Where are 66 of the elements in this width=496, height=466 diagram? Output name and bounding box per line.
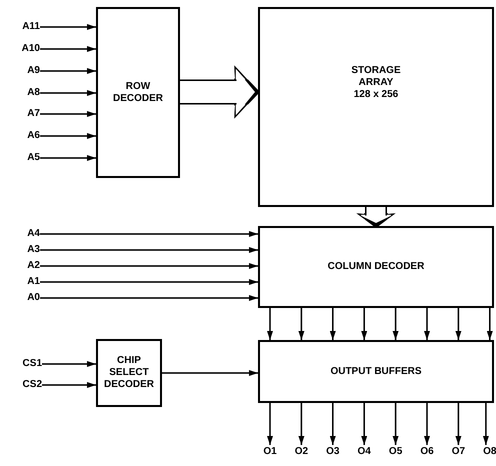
- arrow: [162, 370, 258, 376]
- arrow: [482, 403, 489, 445]
- arrow: [40, 231, 258, 237]
- block-label: ROW DECODER: [112, 80, 164, 104]
- arrow: [42, 361, 96, 367]
- arrow: [486, 308, 493, 340]
- block-label: CHIP SELECT DECODER: [102, 355, 155, 391]
- signal-label: O2: [294, 446, 308, 458]
- arrow: [392, 403, 399, 445]
- signal-label: A5: [27, 152, 40, 164]
- block-arrow: [357, 207, 395, 227]
- arrow: [267, 308, 273, 340]
- block-box: [96, 339, 162, 407]
- block-box: [258, 7, 494, 207]
- signal-label: A3: [27, 244, 40, 256]
- signal-label: A7: [27, 108, 40, 120]
- signal-label: O8: [483, 446, 496, 458]
- arrow: [455, 403, 462, 445]
- arrow: [40, 46, 96, 52]
- signal-label: CS2: [22, 379, 42, 391]
- arrow: [40, 111, 96, 117]
- arrow: [392, 308, 399, 340]
- arrow: [424, 308, 430, 340]
- signal-label: A8: [27, 87, 40, 99]
- arrow: [298, 308, 304, 340]
- signal-label: O5: [388, 446, 402, 458]
- block-label: OUTPUT BUFFERS: [330, 366, 422, 378]
- block-label: 128 x 256: [354, 89, 398, 101]
- signal-label: A10: [22, 43, 40, 55]
- signal-label: A11: [22, 21, 40, 33]
- block-box: [96, 7, 180, 178]
- arrow: [40, 133, 96, 139]
- signal-label: A9: [27, 65, 40, 77]
- arrow: [40, 68, 96, 74]
- arrow: [40, 155, 96, 161]
- arrow: [330, 308, 336, 340]
- block-box: [258, 340, 494, 403]
- arrow: [40, 90, 96, 96]
- block-label: COLUMN DECODER: [328, 261, 424, 273]
- signal-label: A2: [27, 260, 40, 272]
- arrow: [267, 403, 273, 445]
- signal-label: A1: [27, 276, 40, 288]
- arrow: [40, 247, 258, 253]
- signal-label: O1: [263, 446, 277, 458]
- arrow: [361, 403, 368, 445]
- arrow: [424, 403, 430, 445]
- arrow: [40, 24, 96, 30]
- signal-label: O6: [420, 446, 434, 458]
- signal-label: O7: [452, 446, 466, 458]
- arrow: [298, 403, 304, 445]
- block-box: [258, 226, 494, 308]
- signal-label: O3: [326, 446, 340, 458]
- arrow: [40, 263, 258, 269]
- block-label: STORAGE ARRAY: [350, 65, 402, 89]
- arrow: [40, 279, 258, 285]
- signal-label: O4: [358, 446, 371, 458]
- signal-label: CS1: [22, 358, 42, 370]
- arrow: [40, 295, 258, 301]
- arrow: [455, 308, 462, 340]
- signal-label: A6: [27, 130, 40, 142]
- block-arrow: [180, 66, 259, 118]
- arrow: [361, 308, 368, 340]
- arrow: [42, 382, 96, 388]
- signal-label: A4: [27, 228, 40, 240]
- arrow: [330, 403, 336, 445]
- signal-label: A0: [27, 292, 40, 304]
